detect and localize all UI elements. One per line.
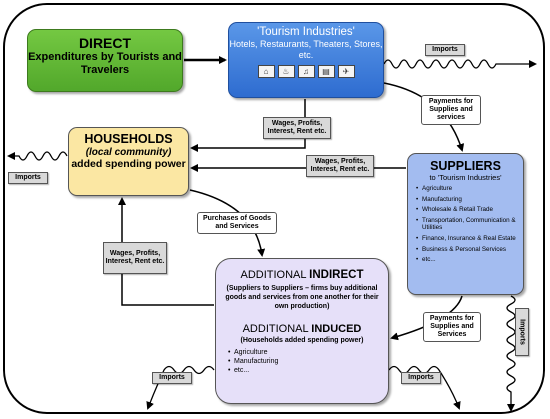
- store-icon: ▤: [317, 65, 335, 78]
- imports-label-suppliers: Imports: [515, 308, 529, 356]
- direct-title: DIRECT: [78, 35, 132, 51]
- imports-label-tourism: Imports: [425, 44, 465, 56]
- households-title: HOUSEHOLDS: [84, 132, 173, 146]
- list-item: Transportation, Communication & Utilitie…: [416, 217, 523, 232]
- suppliers-title: SUPPLIERS: [430, 159, 501, 173]
- suppliers-box: SUPPLIERS to 'Tourism Industries' Agricu…: [407, 153, 524, 295]
- wages-label-additional: Wages, Profits, Interest, Rent etc.: [103, 242, 167, 274]
- list-item: Finance, Insurance & Real Estate: [416, 235, 523, 243]
- tourism-industries-box: 'Tourism Industries' Hotels, Restaurants…: [228, 22, 384, 98]
- indirect-heading: ADDITIONAL INDIRECT: [216, 269, 388, 281]
- wages-label-suppliers: Wages, Profits, Interest, Rent etc.: [306, 155, 374, 177]
- induced-word: INDUCED: [311, 323, 362, 335]
- imports-label-suppliers-text: Imports: [518, 319, 526, 345]
- list-item: Business & Personal Services: [416, 246, 523, 254]
- purchases-label: Purchases of Goods and Services: [197, 212, 277, 234]
- indirect-description: (Suppliers to Suppliers – firms buy addi…: [225, 285, 379, 310]
- induced-list: Agriculture Manufacturing etc...: [216, 348, 388, 375]
- suppliers-list: Agriculture Manufacturing Wholesale & Re…: [408, 185, 523, 264]
- restaurant-icon: ♨: [277, 65, 295, 78]
- payments-label-suppliers: Payments for Supplies and Services: [423, 312, 481, 342]
- indirect-word: INDIRECT: [309, 269, 364, 281]
- direct-subtitle: Expenditures by Tourists and Travelers: [28, 51, 182, 76]
- tourism-subtitle: Hotels, Restaurants, Theaters, Stores, e…: [229, 39, 383, 60]
- payments-label-tourism: Payments for Supplies and services: [421, 95, 481, 125]
- induced-description: (Households added spending power): [240, 337, 364, 344]
- direct-box: DIRECT Expenditures by Tourists and Trav…: [27, 29, 183, 92]
- hotel-icon: ⌂: [257, 65, 275, 78]
- transport-icon: ✈: [337, 65, 355, 78]
- theater-icon: ♫: [297, 65, 315, 78]
- list-item: etc...: [416, 256, 523, 264]
- indirect-prefix: ADDITIONAL: [240, 269, 310, 281]
- suppliers-subtitle: to 'Tourism Industries': [429, 173, 502, 182]
- imports-label-households: Imports: [8, 172, 48, 184]
- list-item: Agriculture: [416, 185, 523, 193]
- tourism-title: 'Tourism Industries': [257, 26, 355, 38]
- list-item: etc...: [228, 366, 388, 375]
- induced-heading: ADDITIONAL INDUCED: [216, 323, 388, 335]
- households-body: added spending power: [71, 158, 186, 170]
- additional-box: ADDITIONAL INDIRECT (Suppliers to Suppli…: [215, 258, 389, 404]
- list-item: Manufacturing: [416, 196, 523, 204]
- induced-prefix: ADDITIONAL: [242, 323, 312, 335]
- list-item: Wholesale & Retail Trade: [416, 206, 523, 214]
- imports-label-additional-left: Imports: [152, 372, 192, 384]
- households-box: HOUSEHOLDS (local community) added spend…: [68, 127, 189, 196]
- tourism-icons: ⌂ ♨ ♫ ▤ ✈: [229, 65, 383, 78]
- list-item: Manufacturing: [228, 357, 388, 366]
- list-item: Agriculture: [228, 348, 388, 357]
- imports-label-additional-right: Imports: [401, 372, 441, 384]
- wages-label-tourism: Wages, Profits, Interest, Rent etc.: [263, 117, 331, 139]
- households-subtitle: (local community): [85, 147, 172, 158]
